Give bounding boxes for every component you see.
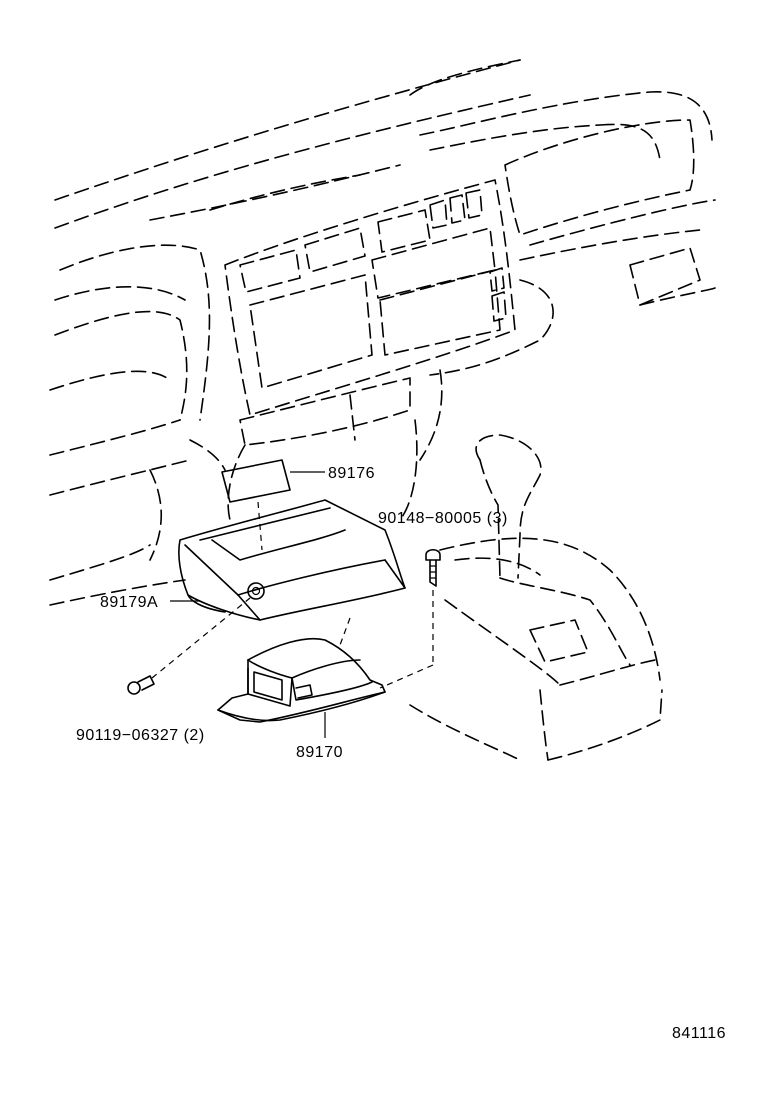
- part-label-90148-80005: 90148−80005 (3): [378, 510, 508, 527]
- cover-89179a: [170, 499, 406, 646]
- bolt-90119: [127, 597, 251, 695]
- shift-console-outline: [409, 434, 663, 761]
- part-label-90119-06327: 90119−06327 (2): [76, 727, 205, 744]
- screw-90148: [379, 548, 441, 689]
- part-label-89170: 89170: [296, 744, 343, 761]
- part-label-89176: 89176: [328, 465, 375, 482]
- part-label-89179a: 89179A: [100, 594, 158, 611]
- dashboard-outline: [49, 59, 716, 606]
- sensor-assembly-89170: [217, 637, 386, 738]
- diagram-number: 841116: [672, 1025, 726, 1042]
